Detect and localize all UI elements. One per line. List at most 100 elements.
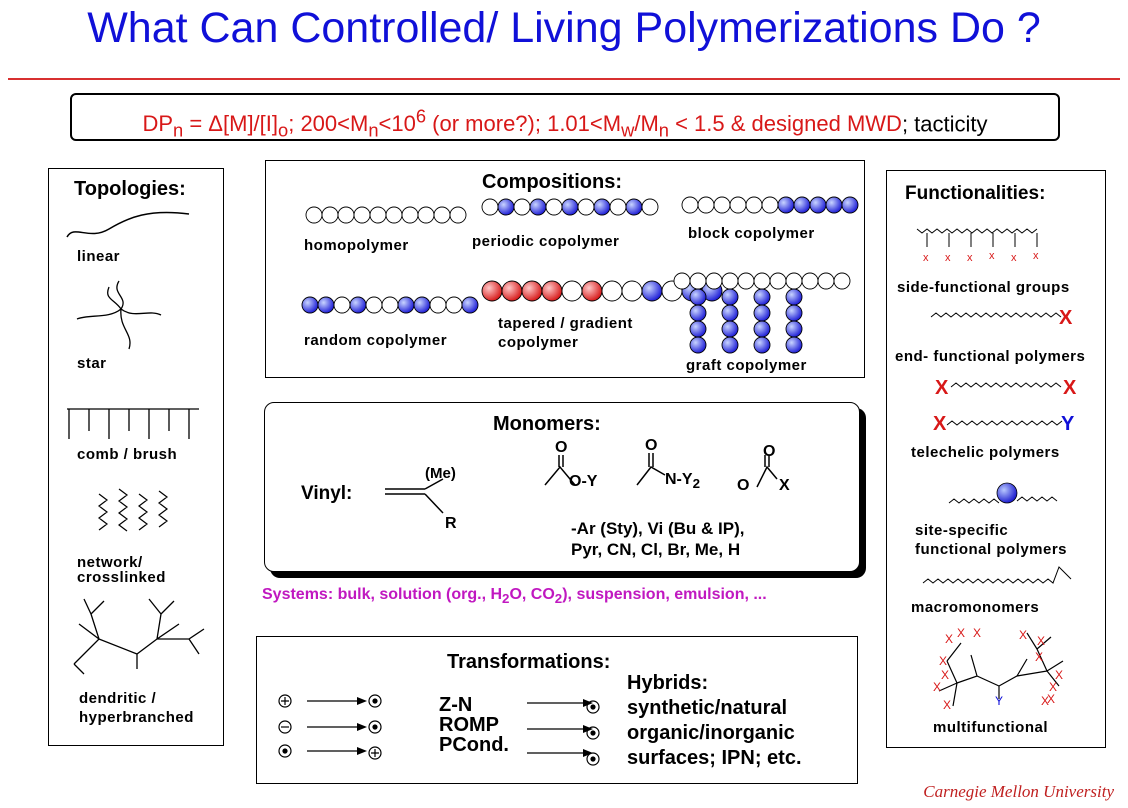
block-bead bbox=[777, 196, 795, 214]
graft-branch-bead bbox=[689, 288, 707, 306]
ox-x: X bbox=[779, 477, 790, 494]
periodic-bead bbox=[561, 198, 579, 216]
graft-branch-bead bbox=[785, 336, 803, 354]
random-bead bbox=[429, 296, 447, 314]
svg-text:X: X bbox=[941, 668, 949, 682]
svg-text:x: x bbox=[1033, 250, 1039, 262]
comp-graft: graft copolymer bbox=[686, 357, 807, 374]
graft-backbone-bead bbox=[785, 272, 803, 290]
block-bead bbox=[681, 196, 699, 214]
random-bead bbox=[397, 296, 415, 314]
block-bead bbox=[761, 196, 779, 214]
tapered-bead bbox=[521, 280, 543, 302]
ox-o: O bbox=[737, 477, 750, 494]
graft-backbone-bead bbox=[721, 272, 739, 290]
tapered-bead bbox=[641, 280, 663, 302]
svg-text:x: x bbox=[923, 252, 929, 264]
periodic-bead bbox=[545, 198, 563, 216]
svg-text:X: X bbox=[943, 698, 951, 712]
homopolymer-bead bbox=[305, 206, 323, 224]
graft-backbone-bead bbox=[753, 272, 771, 290]
comp-homopolymer: homopolymer bbox=[304, 237, 409, 254]
tele-x: X bbox=[933, 413, 947, 435]
graft-branch-bead bbox=[721, 336, 739, 354]
amide-o: O bbox=[645, 437, 658, 454]
block-bead bbox=[697, 196, 715, 214]
graft-branch-bead bbox=[721, 320, 739, 338]
r-label: R bbox=[445, 515, 457, 532]
hybrids-3: surfaces; IPN; etc. bbox=[627, 747, 802, 769]
graft-branch-bead bbox=[785, 320, 803, 338]
svg-text:x: x bbox=[1011, 252, 1017, 264]
svg-text:X: X bbox=[1041, 694, 1049, 708]
svg-text:X: X bbox=[1055, 668, 1063, 682]
graft-branch-bead bbox=[753, 288, 771, 306]
svg-text:X: X bbox=[1035, 650, 1043, 664]
svg-text:X: X bbox=[933, 680, 941, 694]
tele-x-left: X bbox=[935, 377, 949, 399]
periodic-bead bbox=[513, 198, 531, 216]
graft-branch-bead bbox=[753, 336, 771, 354]
graft-branch-bead bbox=[753, 320, 771, 338]
block-bead bbox=[841, 196, 859, 214]
topology-drawings bbox=[66, 211, 205, 675]
topology-network: network/ bbox=[77, 554, 143, 571]
svg-text:X: X bbox=[945, 632, 953, 646]
trans-zn: Z-N bbox=[439, 694, 473, 716]
periodic-bead bbox=[641, 198, 659, 216]
ester-o: O bbox=[555, 439, 568, 456]
graft-backbone-bead bbox=[817, 272, 835, 290]
topologies-header: Topologies: bbox=[74, 178, 186, 200]
graft-backbone-bead bbox=[833, 272, 851, 290]
tapered-bead bbox=[481, 280, 503, 302]
functionalities-header: Functionalities: bbox=[905, 183, 1046, 204]
block-bead bbox=[793, 196, 811, 214]
svg-text:X: X bbox=[1037, 634, 1045, 648]
graft-branch-bead bbox=[785, 288, 803, 306]
comp-random: random copolymer bbox=[304, 332, 448, 349]
substituents-2: Pyr, CN, Cl, Br, Me, H bbox=[571, 540, 741, 559]
comp-periodic: periodic copolymer bbox=[472, 233, 620, 250]
homopolymer-bead bbox=[401, 206, 419, 224]
random-bead bbox=[333, 296, 351, 314]
func-side: side-functional groups bbox=[897, 279, 1070, 296]
homopolymer-bead bbox=[433, 206, 451, 224]
func-site-1: site-specific bbox=[915, 522, 1009, 539]
hybrids-header: Hybrids: bbox=[627, 672, 709, 694]
page-title: What Can Controlled/ Living Polymerizati… bbox=[87, 4, 1041, 52]
periodic-bead bbox=[593, 198, 611, 216]
random-bead bbox=[381, 296, 399, 314]
tele-y: Y bbox=[1061, 413, 1075, 435]
block-bead bbox=[729, 196, 747, 214]
svg-text:X: X bbox=[957, 626, 965, 640]
comp-tapered: tapered / gradient bbox=[498, 315, 633, 332]
periodic-bead bbox=[609, 198, 627, 216]
svg-text:x: x bbox=[989, 250, 995, 262]
transformations-header: Transformations: bbox=[447, 651, 611, 673]
svg-text:X: X bbox=[1047, 692, 1055, 706]
svg-text:X: X bbox=[973, 626, 981, 640]
compositions-panel: Compositions: homopolymer periodic copol… bbox=[265, 160, 865, 378]
graft-branch-bead bbox=[785, 304, 803, 322]
end-x: X bbox=[1059, 307, 1073, 329]
topology-hyperbranched: hyperbranched bbox=[79, 709, 194, 726]
footer-cmu: Carnegie Mellon University bbox=[923, 782, 1114, 801]
topology-dendritic: dendritic / bbox=[79, 690, 157, 707]
graft-backbone-bead bbox=[705, 272, 723, 290]
hybrids-2: organic/inorganic bbox=[627, 722, 795, 744]
periodic-bead bbox=[577, 198, 595, 216]
compositions-header: Compositions: bbox=[482, 171, 622, 193]
formula-text: DPn = Δ[M]/[I]o; 200<Mn<106 (or more?); … bbox=[142, 106, 902, 141]
comp-block: block copolymer bbox=[688, 225, 815, 242]
amide-ny2: N-Y2 bbox=[665, 471, 700, 492]
graft-branch-bead bbox=[689, 304, 707, 322]
tapered-bead bbox=[601, 280, 623, 302]
block-bead bbox=[713, 196, 731, 214]
random-bead bbox=[445, 296, 463, 314]
ester-oy: O-Y bbox=[569, 473, 598, 490]
tapered-bead bbox=[581, 280, 603, 302]
topology-comb: comb / brush bbox=[77, 446, 178, 463]
func-multi: multifunctional bbox=[933, 719, 1048, 736]
trans-pcond: PCond. bbox=[439, 734, 509, 756]
